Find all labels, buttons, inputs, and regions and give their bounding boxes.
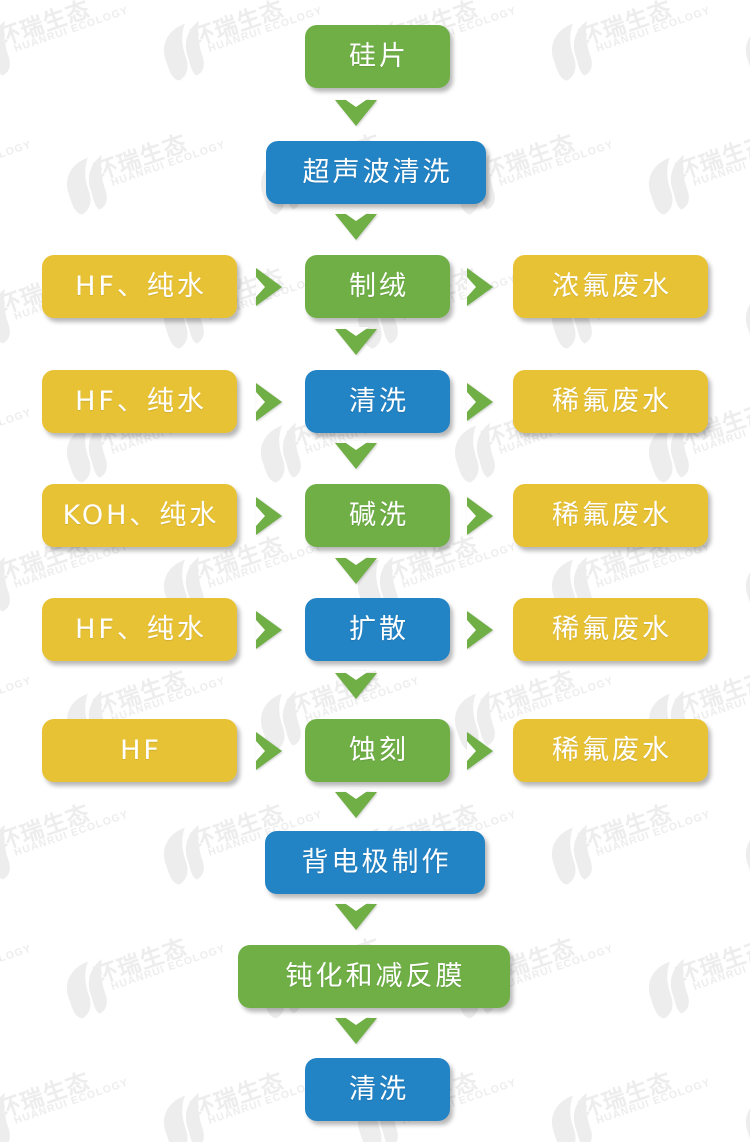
arrow-notch	[343, 1016, 369, 1025]
arrow-notch	[256, 277, 265, 297]
flow-node-label: 浓氟废水	[552, 271, 672, 302]
flow-node-label: HF	[120, 735, 162, 766]
flow-node-label: 稀氟废水	[552, 614, 672, 645]
arrow-notch	[343, 790, 369, 799]
flow-node-label: 蚀刻	[349, 735, 409, 766]
flow-node-n18: 背电极制作	[265, 831, 485, 894]
arrow-right-icon	[256, 611, 282, 649]
arrow-notch	[467, 392, 476, 412]
flow-node-label: HF、纯水	[75, 271, 207, 302]
arrow-right-icon	[256, 732, 282, 770]
arrow-notch	[343, 98, 369, 107]
arrow-notch	[467, 277, 476, 297]
flow-node-label: 钝化和减反膜	[285, 961, 466, 992]
flow-node-n5: 浓氟废水	[513, 255, 708, 318]
flow-node-n2: 超声波清洗	[266, 141, 486, 204]
flow-node-label: 扩散	[349, 614, 409, 645]
arrow-notch	[343, 212, 369, 221]
flow-node-label: 硅片	[349, 41, 409, 72]
flow-node-n17: 稀氟废水	[513, 719, 708, 782]
arrow-right-icon	[467, 611, 493, 649]
flow-node-label: 制绒	[349, 271, 409, 302]
arrow-notch	[256, 506, 265, 526]
arrow-notch	[343, 441, 369, 450]
flow-node-n7: 清洗	[305, 370, 450, 433]
arrow-down-icon	[335, 902, 377, 930]
arrow-notch	[467, 741, 476, 761]
flow-node-n9: KOH、纯水	[42, 484, 237, 547]
arrow-down-icon	[335, 671, 377, 699]
flow-node-n16: 蚀刻	[305, 719, 450, 782]
arrow-notch	[343, 902, 369, 911]
arrow-right-icon	[467, 497, 493, 535]
flow-node-label: KOH、纯水	[62, 500, 220, 531]
arrow-down-icon	[335, 1016, 377, 1044]
flow-node-label: 稀氟废水	[552, 735, 672, 766]
flow-node-n20: 清洗	[305, 1058, 450, 1121]
flow-node-label: HF、纯水	[75, 386, 207, 417]
arrow-down-icon	[335, 212, 377, 240]
arrow-notch	[343, 556, 369, 565]
arrow-down-icon	[335, 441, 377, 469]
arrow-notch	[256, 741, 265, 761]
arrow-right-icon	[467, 732, 493, 770]
flow-node-n10: 碱洗	[305, 484, 450, 547]
arrow-right-icon	[256, 383, 282, 421]
flow-node-label: 稀氟废水	[552, 500, 672, 531]
flow-node-label: 稀氟废水	[552, 386, 672, 417]
arrow-right-icon	[256, 268, 282, 306]
flow-node-label: 超声波清洗	[302, 157, 453, 188]
flow-node-n3: HF、纯水	[42, 255, 237, 318]
arrow-notch	[256, 392, 265, 412]
flow-node-n13: 扩散	[305, 598, 450, 661]
arrow-right-icon	[256, 497, 282, 535]
arrow-down-icon	[335, 556, 377, 584]
flow-node-n6: HF、纯水	[42, 370, 237, 433]
flow-node-n14: 稀氟废水	[513, 598, 708, 661]
arrow-down-icon	[335, 98, 377, 126]
flow-node-n12: HF、纯水	[42, 598, 237, 661]
flow-node-label: HF、纯水	[75, 614, 207, 645]
arrow-right-icon	[467, 383, 493, 421]
arrow-down-icon	[335, 790, 377, 818]
flow-node-n4: 制绒	[305, 255, 450, 318]
flow-node-label: 碱洗	[349, 500, 409, 531]
flow-node-label: 背电极制作	[301, 847, 452, 878]
arrow-notch	[343, 327, 369, 336]
arrow-notch	[256, 620, 265, 640]
flow-node-n19: 钝化和减反膜	[238, 945, 510, 1008]
flow-node-label: 清洗	[349, 1074, 409, 1105]
arrow-right-icon	[467, 268, 493, 306]
arrow-down-icon	[335, 327, 377, 355]
flow-node-n11: 稀氟废水	[513, 484, 708, 547]
flow-node-n8: 稀氟废水	[513, 370, 708, 433]
arrow-notch	[467, 620, 476, 640]
flow-node-n1: 硅片	[305, 25, 450, 88]
arrow-notch	[343, 671, 369, 680]
flow-node-n15: HF	[42, 719, 237, 782]
flow-node-label: 清洗	[349, 386, 409, 417]
arrow-notch	[467, 506, 476, 526]
